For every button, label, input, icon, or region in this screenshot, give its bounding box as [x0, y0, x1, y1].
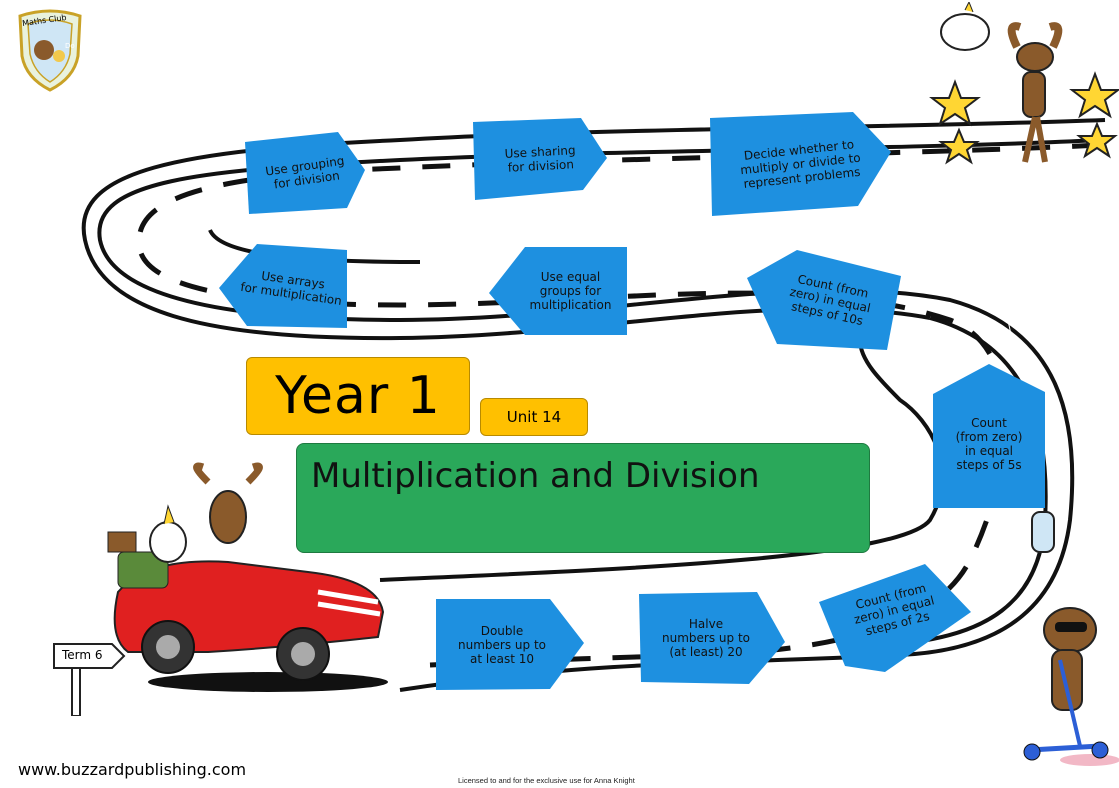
unit-label: Unit 14: [480, 398, 588, 436]
step-halve-numbers: Halve numbers up to (at least) 20: [637, 590, 787, 686]
term-signpost: [53, 643, 126, 716]
year-title: Year 1: [246, 357, 470, 435]
star-icon: [938, 127, 980, 165]
step-count-steps-of-10s: Count (from zero) in equal steps of 10s: [737, 248, 903, 352]
red-car-illustration: [88, 462, 388, 692]
step-count-steps-of-2s: Count (from zero) in equal steps of 2s: [815, 562, 973, 674]
star-icon: [1069, 71, 1119, 119]
logo-badge-text: Do: [65, 42, 75, 50]
step-decide-multiply-or-divide: Decide whether to multiply or divide to …: [708, 110, 893, 218]
maths-club-logo: Maths Club Do: [14, 6, 86, 92]
step-use-grouping-for-division: Use grouping for division: [243, 130, 368, 216]
step-double-numbers: Double numbers up to at least 10: [434, 597, 586, 692]
step-use-arrays-for-multiplication: Use arrays for multiplication: [217, 242, 351, 332]
topic-title-box: Multiplication and Division: [296, 443, 870, 553]
step-use-sharing-for-division: Use sharing for division: [471, 116, 609, 202]
star-icon: [1076, 121, 1118, 159]
topic-title: Multiplication and Division: [311, 456, 760, 496]
term-sign-label: Term 6: [62, 648, 103, 662]
license-note: Licensed to and for the exclusive use fo…: [458, 776, 635, 785]
star-icon: [929, 79, 981, 127]
step-use-equal-groups: Use equal groups for multiplication: [487, 245, 630, 337]
step-count-steps-of-5s: Count (from zero) in equal steps of 5s: [931, 362, 1047, 510]
celebrating-moose-illustration: [925, 0, 1119, 172]
scooter-moose-illustration: [960, 510, 1119, 770]
publisher-url[interactable]: www.buzzardpublishing.com: [18, 760, 247, 779]
